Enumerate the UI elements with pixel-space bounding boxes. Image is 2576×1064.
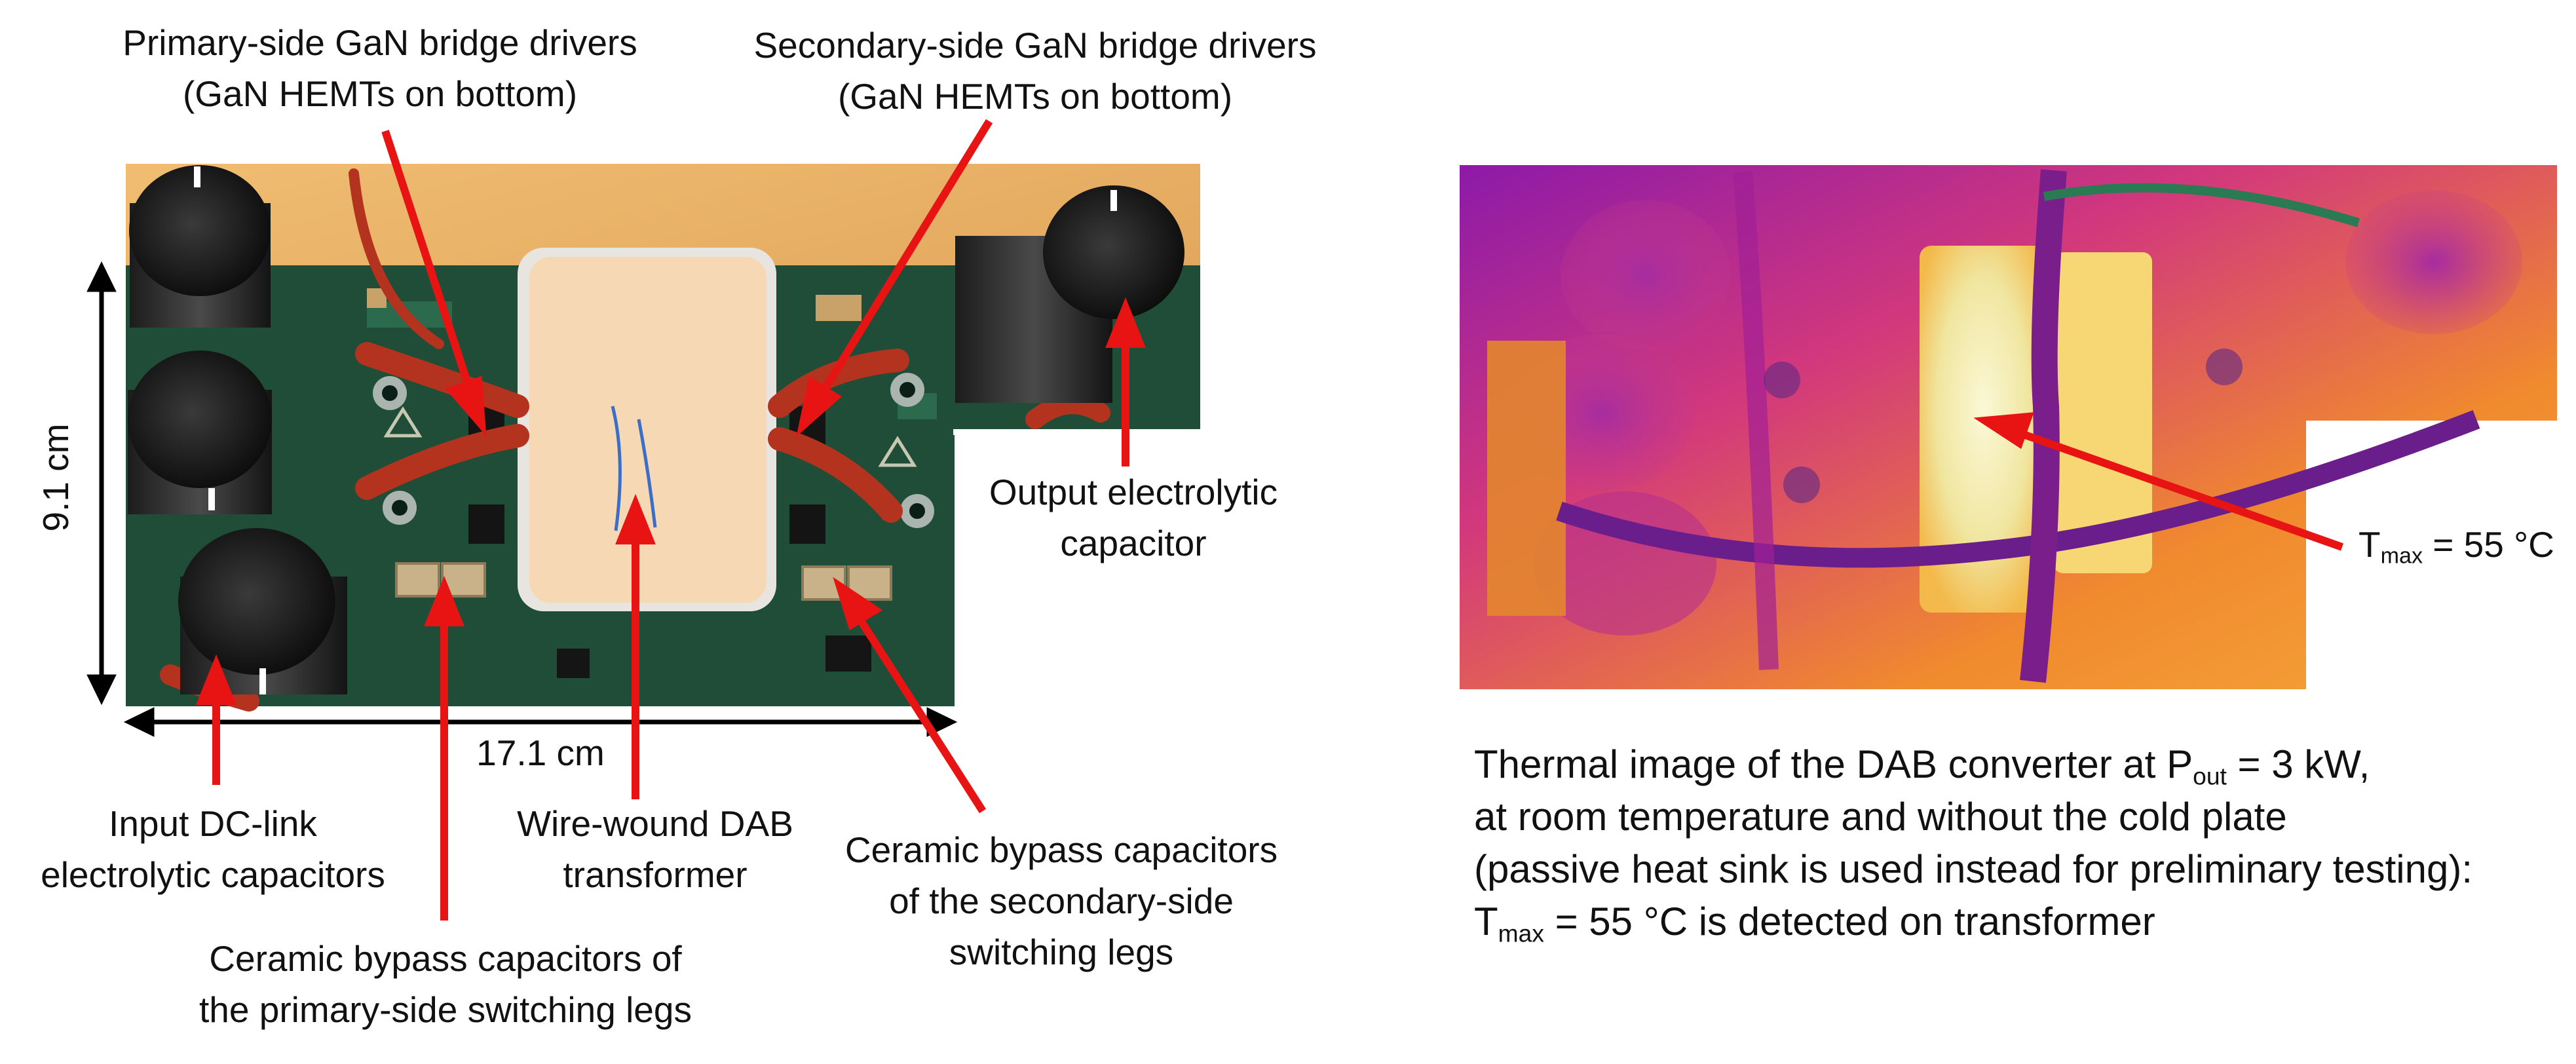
label-input-capacitors: Input DC-link electrolytic capacitors — [41, 803, 385, 895]
label-secondary-drivers: Secondary-side GaN bridge drivers (GaN H… — [753, 25, 1317, 117]
thermal-image — [1460, 165, 2557, 689]
height-dimension-arrow — [86, 261, 117, 706]
label-output-capacitor: Output electrolytic capacitor — [989, 472, 1278, 563]
caption-line-2: at room temperature and without the cold… — [1474, 795, 2287, 839]
caption-line-3: (passive heat sink is used instead for p… — [1474, 847, 2473, 891]
label-width-dimension: 17.1 cm — [476, 732, 605, 773]
label-primary-bypass: Ceramic bypass capacitors of the primary… — [199, 938, 692, 1030]
transformer-body — [518, 248, 776, 611]
tmax-pointer-arrow — [1973, 412, 2343, 551]
label-tmax: Tmax = 55 °C — [2358, 524, 2554, 569]
label-transformer: Wire-wound DAB transformer — [517, 803, 793, 895]
label-secondary-bypass: Ceramic bypass capacitors of the seconda… — [844, 829, 1278, 972]
input-capacitor-3 — [178, 528, 347, 694]
thermal-caption: Thermal image of the DAB converter at Po… — [1474, 738, 2472, 948]
caption-line-4: Tmax = 55 °C is detected on transformer — [1474, 900, 2155, 947]
label-height-dimension: 9.1 cm — [35, 423, 76, 532]
input-capacitor-2 — [128, 351, 272, 514]
input-capacitor-1 — [129, 165, 271, 328]
caption-line-1: Thermal image of the DAB converter at Po… — [1474, 742, 2370, 790]
pointer-arrows-left — [196, 119, 1146, 921]
output-capacitor — [955, 185, 1184, 403]
label-primary-drivers: Primary-side GaN bridge drivers (GaN HEM… — [123, 22, 637, 114]
